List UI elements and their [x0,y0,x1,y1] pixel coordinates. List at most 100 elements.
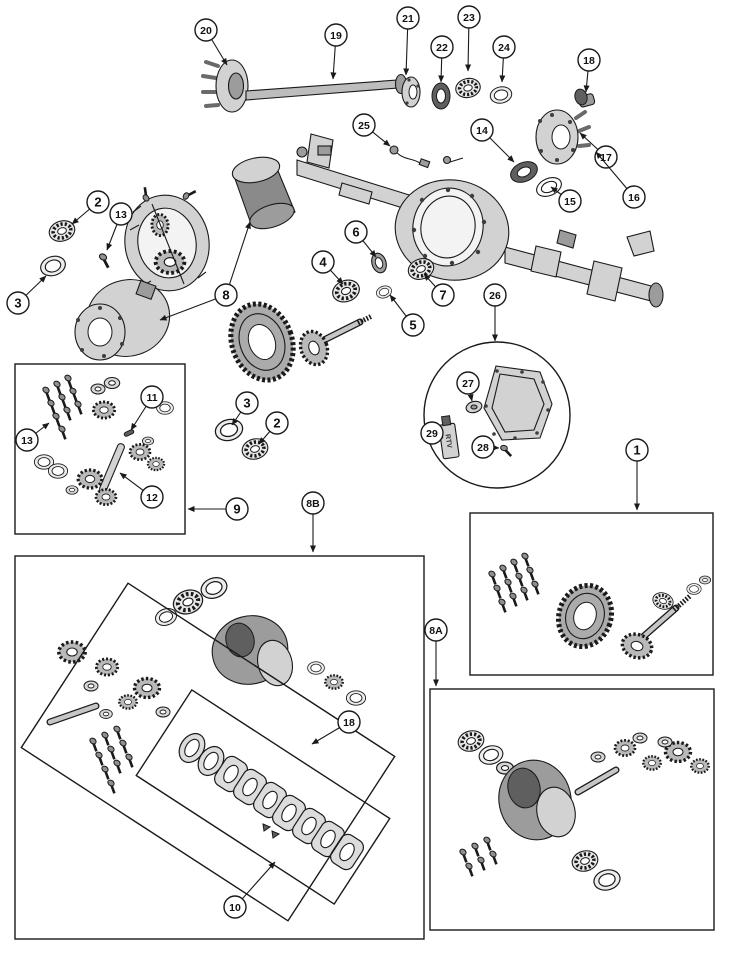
callout-bubble [483,283,507,307]
tilted-outline-assembly [20,582,396,922]
callout-bubble [225,497,249,521]
side-gear [132,676,162,700]
callout-number: 18 [583,55,595,67]
callout-number: 18 [343,717,355,729]
rtv-label: RTV [444,434,453,449]
callout-number: 4 [319,255,327,270]
rtv-sealant-tube: RTV [438,415,460,460]
ring-gear [228,301,296,383]
pinion-bearing-4 [327,274,365,308]
bearing-cone-2 [44,215,80,247]
callout-number: 2 [273,416,280,431]
axle-housing [296,133,664,308]
callout-number: 20 [200,25,212,37]
callout-number: 16 [628,192,640,204]
callout-bubble [311,250,335,274]
callout-number: 25 [358,120,370,132]
callout-number: 2 [94,195,101,210]
callout-bubble [223,895,247,919]
leader-line [225,221,251,296]
cover-detail-circle [423,341,571,489]
callout-number: 8B [306,498,320,510]
axle-bearing-23 [452,74,484,102]
callout-number: 22 [436,42,448,54]
callout-bubble [265,411,289,435]
callout-bubble [140,385,164,409]
callout-bubble [344,220,368,244]
axle-seal-22 [431,82,451,110]
spider-gear [613,739,637,757]
parts-box-8a [429,688,715,931]
callout-bubble [492,35,516,59]
spring-perch [338,182,373,205]
ring-and-pinion-kit-1 [484,550,711,660]
callout-number: 21 [402,13,414,25]
callout-bubble [194,18,218,42]
axle-shaft-19 [245,79,399,101]
callout-bubble [456,371,480,395]
callout-bubble [470,118,494,142]
spider-gear [118,694,138,710]
callout-number: 23 [463,12,475,24]
pinion-gear [298,329,330,367]
parts-box-9 [14,363,186,535]
callout-2: 2 [258,411,289,445]
callout-3: 3 [231,391,259,426]
callout-bubble [214,283,238,307]
brake-hose-parts-25 [389,145,464,169]
bearing-cone-2 [238,434,272,464]
spider-gear [128,443,152,461]
leader-line [159,294,227,321]
callout-number: 19 [330,30,342,42]
callout-15: 15 [550,186,582,213]
callout-18: 18 [577,48,601,93]
callout-number: 9 [233,502,240,517]
callout-11: 11 [130,385,164,431]
callout-10: 10 [223,861,276,919]
callout-27: 27 [456,371,480,402]
callout-1: 1 [625,438,649,511]
side-gear [57,640,87,664]
callout-13: 13 [15,422,50,452]
callout-number: 27 [462,378,474,390]
callout-bubble [457,5,481,29]
callout-bubble [396,6,420,30]
callout-bubble [86,190,110,214]
pinion-mate-gear [91,400,117,420]
callout-number: 3 [243,396,250,411]
cone-shield [231,156,296,230]
callout-19: 19 [324,23,348,80]
frame-layer [14,341,715,940]
callout-number: 15 [564,196,576,208]
callout-17: 17 [579,132,618,169]
pinion-gear [620,632,654,660]
callout-bubble [235,391,259,415]
callout-number: 7 [439,288,446,303]
callout-number: 5 [409,318,416,333]
cover-bolt-28 [497,443,515,458]
callout-number: 26 [489,290,501,302]
differential-cover [483,365,553,441]
side-gear [76,468,104,490]
callout-14: 14 [470,118,515,163]
callout-18: 18 [311,710,361,745]
callout-number: 28 [477,442,489,454]
callout-number: 12 [146,492,158,504]
callout-26: 26 [483,283,507,342]
bump-stop-bracket [556,229,577,249]
axle-seal-14 [510,161,538,183]
callout-bubble [109,202,133,226]
callout-number: 6 [352,225,359,240]
washer-5 [374,283,394,301]
callout-8: 8 [159,221,251,321]
callout-bubble [594,145,618,169]
callout-7: 7 [423,273,455,307]
right-bracket [586,260,623,302]
cross-shaft-12 [99,443,125,493]
spider-gear [690,758,710,774]
ring-gear-and-pinion-main [228,301,374,383]
callout-24: 24 [492,35,516,83]
callout-9: 9 [187,497,249,521]
parts-box-8b [14,555,425,940]
